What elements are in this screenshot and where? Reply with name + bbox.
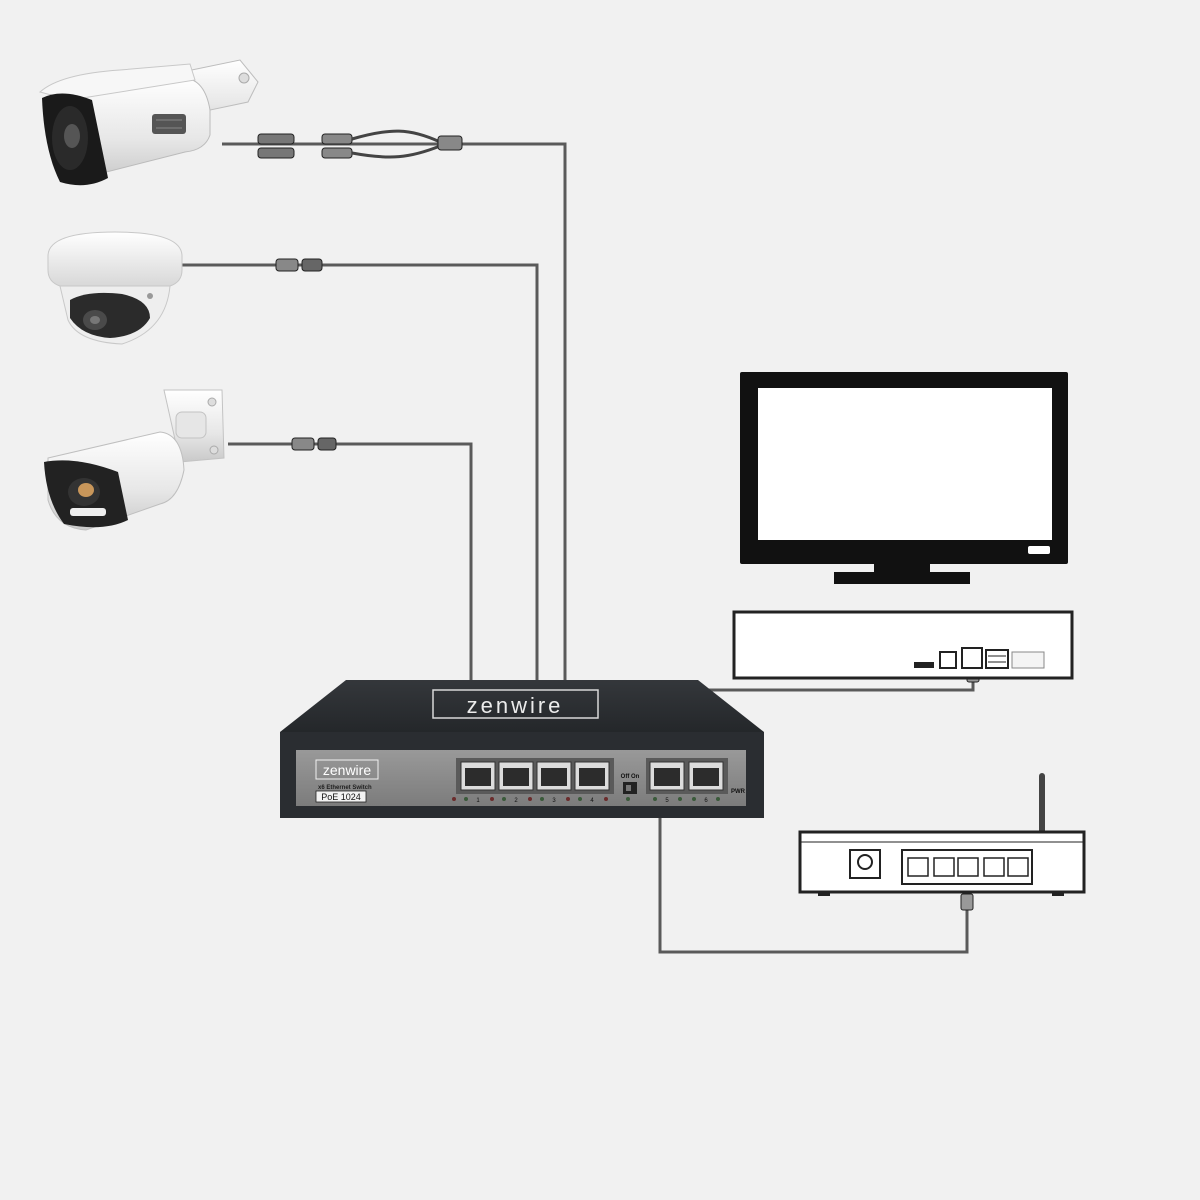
bullet-camera-icon <box>44 389 225 531</box>
top-brand-logo: zenwire <box>467 693 564 718</box>
bullet-camera-icon <box>38 59 259 186</box>
dome-camera-icon <box>47 231 183 345</box>
port-number: 5 <box>665 798 669 804</box>
switch-top-face <box>280 680 764 732</box>
top-logo-box <box>432 689 599 719</box>
router-plug <box>960 893 974 911</box>
model-label: PoE 1024 <box>321 792 361 802</box>
port-number: 6 <box>704 798 708 804</box>
cable-router <box>658 818 969 954</box>
port-number: 3 <box>552 798 556 804</box>
dome-camera-connector <box>275 258 323 272</box>
power-label: PWR <box>731 789 746 795</box>
monitor-icon <box>740 372 1068 584</box>
ports-group-1 <box>456 758 614 794</box>
port-number: 2 <box>514 798 518 804</box>
poe-switch: zenwire zenwire x6 Ethernet Switch PoE 1… <box>280 680 764 818</box>
camera-3-connector <box>291 437 337 451</box>
router-icon <box>798 773 1086 896</box>
cable-connectors <box>257 129 980 911</box>
cable-dome-camera <box>182 263 539 682</box>
nvr-icon <box>732 610 1074 680</box>
switch-subtitle: x6 Ethernet Switch <box>318 785 372 791</box>
model-label-box <box>315 790 367 803</box>
ports-group-2 <box>646 758 728 794</box>
front-logo-box <box>315 759 379 780</box>
cable-camera-1 <box>222 142 567 682</box>
cable-camera-3 <box>228 442 473 682</box>
camera-1-power-splitter <box>257 129 463 159</box>
dip-switch-label: Off On <box>621 774 640 780</box>
status-leds <box>452 797 720 801</box>
front-brand-logo: zenwire <box>323 762 371 778</box>
port-number: 4 <box>590 798 594 804</box>
port-number: 1 <box>476 798 480 804</box>
